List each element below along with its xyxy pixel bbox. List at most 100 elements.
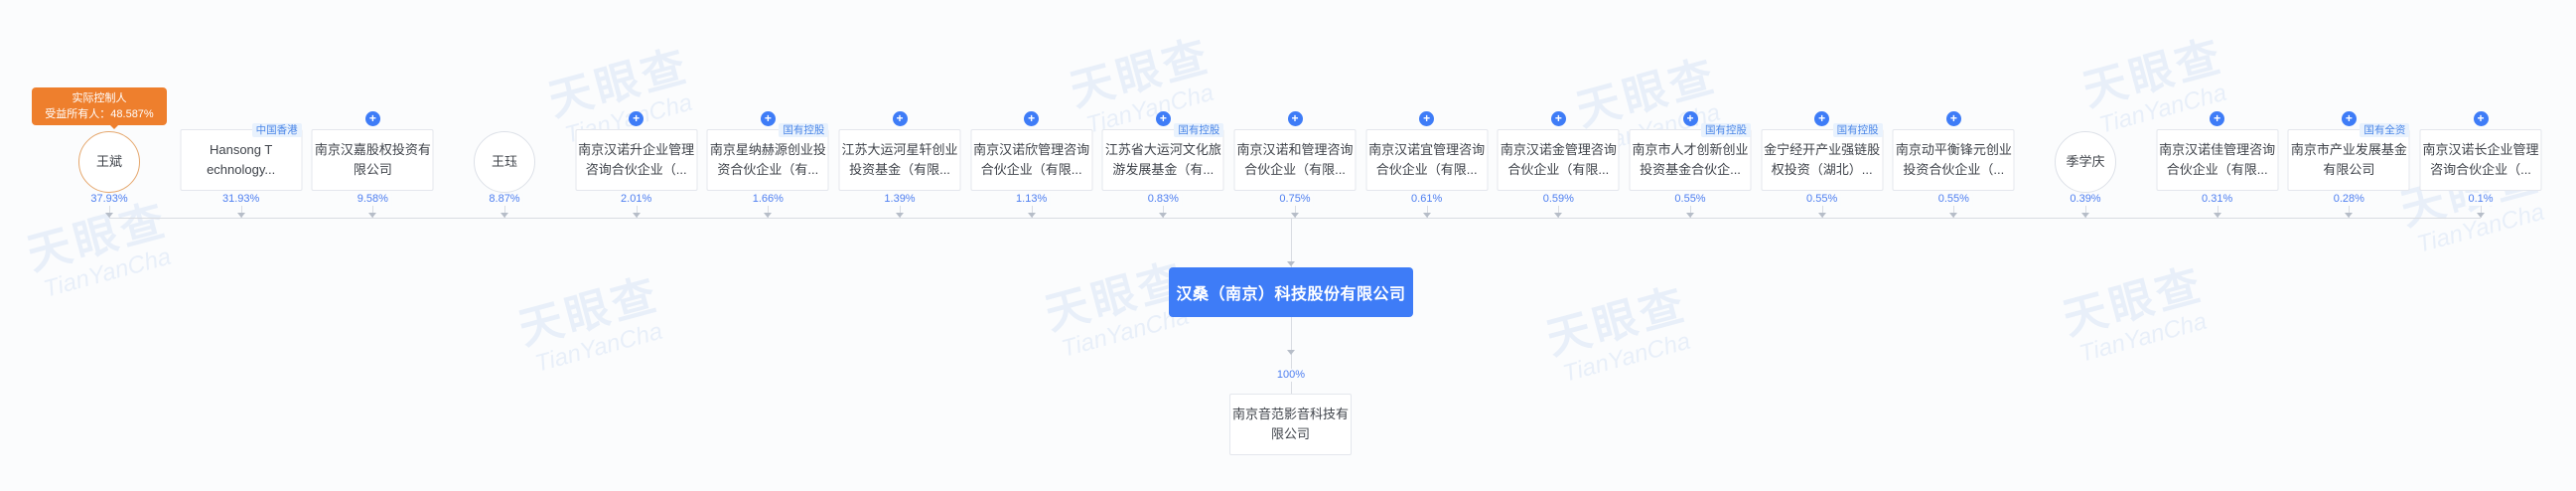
person-node[interactable]: 王斌 (78, 131, 140, 193)
watermark-cn-text: 天眼查 (1541, 279, 1693, 365)
shareholding-percent: 8.87% (486, 193, 523, 206)
shareholder-node: + 南京汉诺长企业管理咨询合伙企业（... 0.1% (2415, 0, 2546, 229)
expand-icon[interactable]: + (1814, 111, 1830, 126)
watermark-en-text: TianYanCha (41, 244, 175, 304)
shareholding-percent: 9.58% (354, 193, 391, 206)
badge-text: 受益所有人：48.587% (45, 108, 154, 120)
connector-line (1291, 218, 1292, 267)
state-owned-tag: 国有控股 (779, 123, 829, 137)
person-node[interactable]: 王珏 (474, 131, 535, 193)
expand-icon[interactable]: + (1945, 111, 1961, 126)
expand-icon[interactable]: + (629, 111, 644, 126)
entity-name: 南京汉诺宜管理咨询合伙企业（有限... (1368, 142, 1486, 177)
actual-controller-badge: 实际控制人受益所有人：48.587% (32, 87, 167, 129)
expand-icon[interactable]: + (1024, 111, 1040, 126)
company-node[interactable]: 南京汉诺欣管理咨询合伙企业（有限... (970, 129, 1093, 191)
arrow-down-icon (1287, 261, 1295, 266)
expand-icon[interactable]: + (1287, 111, 1303, 126)
central-company-name: 汉桑（南京）科技股份有限公司 (1176, 286, 1406, 303)
shareholder-node: +南京汉诺金管理咨询合伙企业（有限...0.59% (1493, 0, 1624, 229)
watermark-en-text: TianYanCha (2076, 308, 2211, 369)
expand-icon[interactable]: + (892, 111, 908, 126)
expand-icon[interactable]: + (2210, 111, 2225, 126)
company-node[interactable]: 南京汉诺升企业管理咨询合伙企业（... (575, 129, 698, 191)
state-owned-tag: 国有控股 (1174, 123, 1224, 137)
arrow-down-icon (1422, 213, 1431, 218)
shareholder-node: + 南京动平衡锋元创业投资合伙企业（... 0.55% (1888, 0, 2019, 229)
company-node[interactable]: 南京动平衡锋元创业投资合伙企业（... (1892, 129, 2015, 191)
entity-name: 江苏大运河星轩创业投资基金（有限... (841, 142, 958, 177)
entity-name: 王斌 (95, 154, 122, 169)
shareholding-percent: 31.93% (219, 193, 263, 206)
shareholder-node: +国有控股金宁经开产业强链股权投资（湖北）...0.55% (1757, 0, 1888, 229)
company-node[interactable]: 金宁经开产业强链股权投资（湖北）... (1761, 129, 1884, 191)
shareholding-percent: 0.31% (2199, 193, 2236, 206)
company-node[interactable]: 南京汉诺金管理咨询合伙企业（有限... (1497, 129, 1620, 191)
shareholding-percent: 0.61% (1408, 193, 1446, 206)
company-node[interactable]: 南京星纳赫源创业投资合伙企业（有... (706, 129, 829, 191)
shareholder-node: +国有控股南京星纳赫源创业投资合伙企业（有... 1.66% (702, 0, 833, 229)
person-node[interactable]: 季学庆 (2055, 131, 2116, 193)
expand-icon[interactable]: + (1419, 111, 1435, 126)
shareholding-percent: 2.01% (618, 193, 655, 206)
company-node[interactable]: 江苏省大运河文化旅游发展基金（有... (1101, 129, 1224, 191)
entity-name: 南京汉诺升企业管理咨询合伙企业（... (578, 142, 695, 177)
company-node[interactable]: 南京汉诺宜管理咨询合伙企业（有限... (1365, 129, 1489, 191)
shareholding-percent: 0.83% (1144, 193, 1182, 206)
company-node[interactable]: 南京汉诺佳管理咨询合伙企业（有限... (2156, 129, 2279, 191)
connector-line (1291, 317, 1292, 394)
company-node[interactable]: 南京汉诺和管理咨询合伙企业（有限... (1233, 129, 1357, 191)
arrow-down-icon (105, 213, 113, 218)
entity-name: 金宁经开产业强链股权投资（湖北）... (1764, 142, 1881, 177)
arrow-down-icon (896, 213, 904, 218)
badge-text: 实际控制人 (72, 92, 127, 104)
expand-icon[interactable]: + (2341, 111, 2357, 126)
company-node[interactable]: 江苏大运河星轩创业投资基金（有限... (838, 129, 961, 191)
company-node[interactable]: Hansong T echnology... (180, 129, 303, 191)
region-tag: 中国香港 (251, 123, 302, 137)
shareholder-node: + 南京汉诺欣管理咨询合伙企业（有限... 1.13% (966, 0, 1097, 229)
company-node[interactable]: 南京市产业发展基金有限公司 (2287, 129, 2410, 191)
arrow-down-icon (1159, 213, 1168, 218)
subsidiary-node[interactable]: 南京音范影音科技有限公司 (1229, 394, 1352, 455)
arrow-down-icon (2081, 213, 2089, 218)
shareholding-percent: 1.66% (749, 193, 787, 206)
entity-name: 南京汉诺金管理咨询合伙企业（有限... (1500, 142, 1617, 177)
expand-icon[interactable]: + (364, 111, 380, 126)
expand-icon[interactable]: + (760, 111, 776, 126)
shareholding-percent: 0.28% (2330, 193, 2367, 206)
arrow-down-icon (1554, 213, 1563, 218)
shareholding-percent: 0.55% (1671, 193, 1709, 206)
expand-icon[interactable]: + (1155, 111, 1171, 126)
shareholding-percent: 1.13% (1013, 193, 1051, 206)
expand-icon[interactable]: + (1550, 111, 1566, 126)
shareholder-node: +江苏大运河星轩创业投资基金（有限...1.39% (834, 0, 965, 229)
arrow-down-icon (1291, 213, 1299, 218)
shareholding-percent: 0.75% (1276, 193, 1314, 206)
arrow-down-icon (1027, 213, 1036, 218)
shareholding-percent: 0.1% (2465, 193, 2497, 206)
expand-icon[interactable]: + (2473, 111, 2489, 126)
company-node[interactable]: 南京汉诺长企业管理咨询合伙企业（... (2419, 129, 2542, 191)
central-company-node[interactable]: 汉桑（南京）科技股份有限公司 (1169, 267, 1413, 317)
shareholding-percent: 0.55% (1934, 193, 1972, 206)
company-node[interactable]: 南京汉嘉股权投资有限公司 (311, 129, 434, 191)
entity-name: 江苏省大运河文化旅游发展基金（有... (1104, 142, 1221, 177)
expand-icon[interactable]: + (1682, 111, 1698, 126)
arrow-down-icon (2213, 213, 2221, 218)
entity-name: 南京市产业发展基金有限公司 (2290, 142, 2407, 177)
arrow-down-icon (2345, 213, 2354, 218)
shareholder-node: + 南京汉诺宜管理咨询合伙企业（有限... 0.61% (1361, 0, 1493, 229)
entity-name: 南京动平衡锋元创业投资合伙企业（... (1895, 142, 2012, 177)
company-node[interactable]: 南京市人才创新创业投资基金合伙企... (1629, 129, 1752, 191)
arrow-down-icon (501, 213, 508, 218)
subsidiary-percent: 100% (1273, 369, 1309, 382)
arrow-down-icon (632, 213, 641, 218)
subsidiary-name: 南京音范影音科技有限公司 (1232, 407, 1350, 441)
